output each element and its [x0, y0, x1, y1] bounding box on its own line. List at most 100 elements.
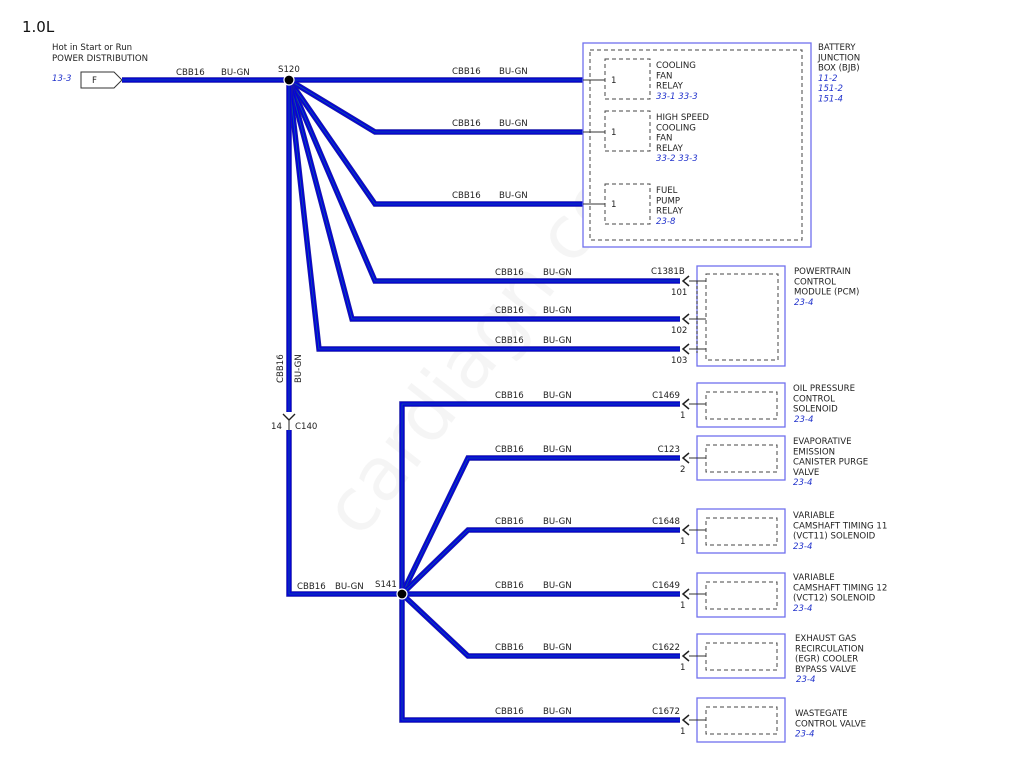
wire-pcm-101[interactable]	[286, 78, 680, 284]
component-box[interactable]	[696, 633, 786, 679]
component-name: CONTROL VALVE	[795, 719, 866, 729]
wire-c1622[interactable]	[400, 591, 680, 659]
wire-c1648[interactable]	[400, 527, 680, 596]
component-connector[interactable]	[681, 452, 690, 464]
connector-arrow-icon	[681, 398, 690, 410]
relay-outline	[604, 58, 651, 100]
component-name: CONTROL	[793, 394, 835, 404]
wire-c123-stripe	[401, 457, 680, 595]
pcm-pin-label: 101	[671, 288, 687, 298]
component-box[interactable]	[696, 697, 786, 743]
component-connector[interactable]	[681, 714, 690, 726]
wire-pcm-102-stripe	[288, 79, 680, 320]
bjb-ref[interactable]: 151-4	[818, 95, 843, 105]
component-name: BYPASS VALVE	[795, 665, 856, 675]
connector-arrow-icon	[681, 588, 690, 600]
relay-name: COOLING	[656, 123, 696, 133]
component-ref[interactable]: 23-4	[793, 478, 813, 488]
wire-color-label: BU-GN	[499, 67, 528, 77]
wire-color-label: BU-GN	[543, 707, 572, 717]
wire-color-label: BU-GN	[543, 517, 572, 527]
wire-color-label: BU-GN	[499, 119, 528, 129]
wire-color-label: BU-GN	[543, 445, 572, 455]
component-box[interactable]	[696, 382, 786, 428]
splice-s120[interactable]	[283, 74, 295, 86]
wire-bjb-2[interactable]	[287, 77, 583, 135]
bjb-ref[interactable]: 11-2	[818, 74, 838, 84]
relay-ref[interactable]: 33-2 33-3	[656, 154, 698, 164]
pcm-pin-103-connector[interactable]	[681, 343, 690, 355]
component-box[interactable]	[696, 572, 786, 618]
bjb-name: BATTERY	[818, 43, 856, 53]
pcm-pin-102-connector[interactable]	[681, 313, 690, 325]
component-box[interactable]	[696, 508, 786, 554]
pcm-pin-101-connector[interactable]	[681, 275, 690, 287]
component-name: CANISTER PURGE	[793, 458, 868, 468]
component-ref[interactable]: 23-4	[793, 542, 813, 552]
wire-c123[interactable]	[399, 455, 680, 596]
wire-pcm-103[interactable]	[286, 79, 680, 352]
pcm-name: CONTROL	[794, 277, 836, 287]
component-name: OIL PRESSURE	[793, 384, 855, 394]
component-connector-id: C1469	[652, 391, 680, 401]
pcm-box[interactable]	[696, 265, 786, 367]
relay-name: PUMP	[656, 196, 680, 206]
relay-ref[interactable]: 23-8	[656, 217, 676, 227]
component-connector[interactable]	[681, 398, 690, 410]
wire-color-label: BU-GN	[335, 582, 364, 592]
wire-bjb-3[interactable]	[286, 78, 583, 207]
power-source-condition: Hot in Start or Run	[52, 43, 132, 53]
component-ref[interactable]: 23-4	[794, 415, 814, 425]
wire-pcm-101-stripe	[288, 79, 680, 282]
wire-circuit-label: CBB16	[495, 643, 524, 653]
component-ref[interactable]: 23-4	[795, 730, 815, 740]
bjb-box[interactable]	[582, 42, 812, 248]
wire-c1469-stripe	[401, 403, 680, 594]
relay-ref[interactable]: 33-1 33-3	[656, 92, 698, 102]
connector-c140-icon[interactable]	[282, 413, 296, 430]
component-ref[interactable]: 23-4	[793, 604, 813, 614]
splice-s141[interactable]	[396, 588, 408, 600]
bjb-ref[interactable]: 151-2	[818, 84, 843, 94]
component-pin: 1	[680, 601, 685, 611]
wire-c1469[interactable]	[399, 401, 680, 594]
wire-c1648-outer	[400, 527, 680, 596]
pcm-connector-id: C1381B	[651, 267, 685, 277]
wire-color-label: BU-GN	[543, 643, 572, 653]
component-name: VARIABLE	[793, 511, 835, 521]
wire-color-label: BU-GN	[294, 354, 304, 383]
component-ref[interactable]: 23-4	[796, 675, 816, 685]
component-name: CAMSHAFT TIMING 11	[793, 521, 887, 531]
wire-c1672[interactable]	[399, 594, 680, 723]
component-connector[interactable]	[681, 524, 690, 536]
wire-c1622-core	[400, 592, 680, 658]
wire-c1622-outer	[400, 591, 680, 659]
power-source-ref[interactable]: 13-3	[52, 74, 72, 84]
wire-pcm-102[interactable]	[286, 79, 680, 322]
bjb-name: BOX (BJB)	[818, 64, 860, 74]
component-connector-id: C1672	[652, 707, 680, 717]
component-connector[interactable]	[681, 588, 690, 600]
component-name: (VCT12) SOLENOID	[793, 594, 876, 604]
relay-name: FAN	[656, 134, 672, 144]
wire-c140-s141[interactable]	[286, 430, 402, 597]
wire-color-label: BU-GN	[543, 391, 572, 401]
splice-s141-label: S141	[375, 580, 397, 590]
wire-bjb-2-core	[288, 78, 583, 134]
pcm-ref[interactable]: 23-4	[794, 298, 814, 308]
relay-name: HIGH SPEED	[656, 113, 709, 123]
component-connector[interactable]	[681, 650, 690, 662]
component-box[interactable]	[696, 435, 786, 481]
component-name: SOLENOID	[793, 405, 838, 415]
